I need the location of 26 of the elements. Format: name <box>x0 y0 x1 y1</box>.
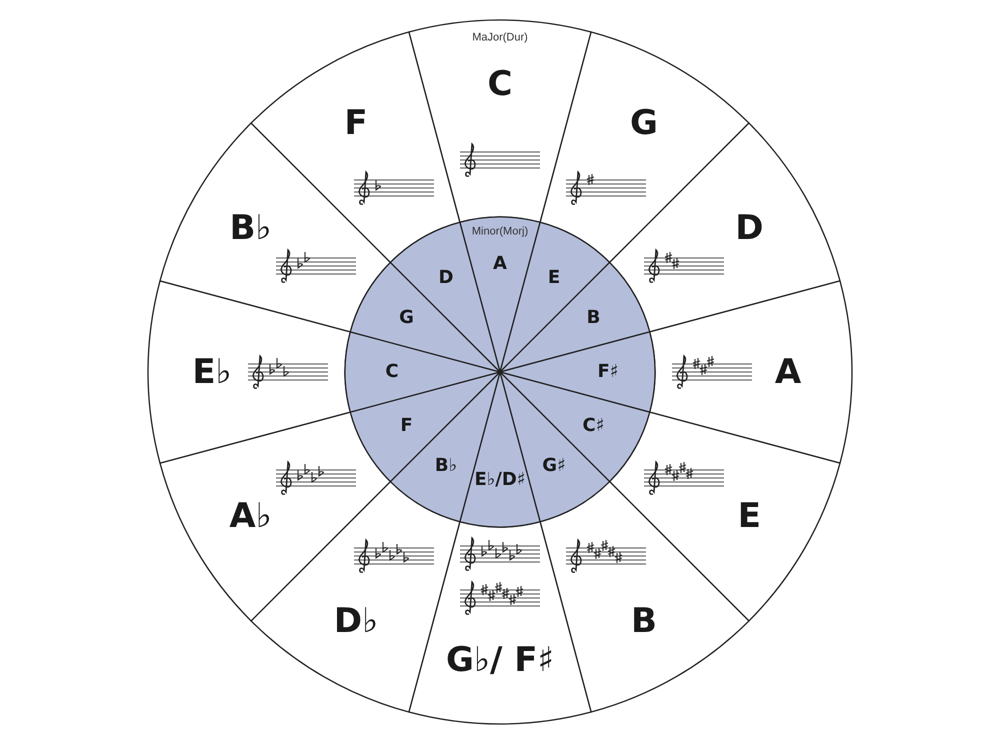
key-name: C <box>385 363 399 381</box>
key-name: F <box>344 106 368 140</box>
key-name: C <box>488 67 512 101</box>
key-name: A♭ <box>229 499 272 533</box>
key-name: D♭ <box>334 604 378 638</box>
key-name: A <box>493 255 507 273</box>
key-name: B <box>631 604 657 638</box>
key-name: G <box>630 106 658 140</box>
key-name: B♭ <box>434 456 458 475</box>
key-name: G♯ <box>542 456 566 475</box>
section-heading: Minor(Morj) <box>472 226 528 238</box>
key-name: D <box>735 211 764 245</box>
key-name: C♯ <box>582 417 604 435</box>
key-name: E♭ <box>192 355 232 389</box>
section-heading: MaJor(Dur) <box>472 32 528 44</box>
key-name: F <box>400 417 413 435</box>
key-name: E <box>548 269 560 288</box>
key-name: E <box>738 499 762 533</box>
key-name: B♭ <box>230 211 272 245</box>
key-name: G♭/ F♯ <box>446 643 554 677</box>
key-name: D <box>438 269 454 288</box>
key-name: B <box>586 309 600 327</box>
key-name: F♯ <box>598 363 618 381</box>
key-name: E♭/D♯ <box>474 471 526 489</box>
key-name: A <box>774 355 802 389</box>
key-name: G <box>399 309 414 327</box>
